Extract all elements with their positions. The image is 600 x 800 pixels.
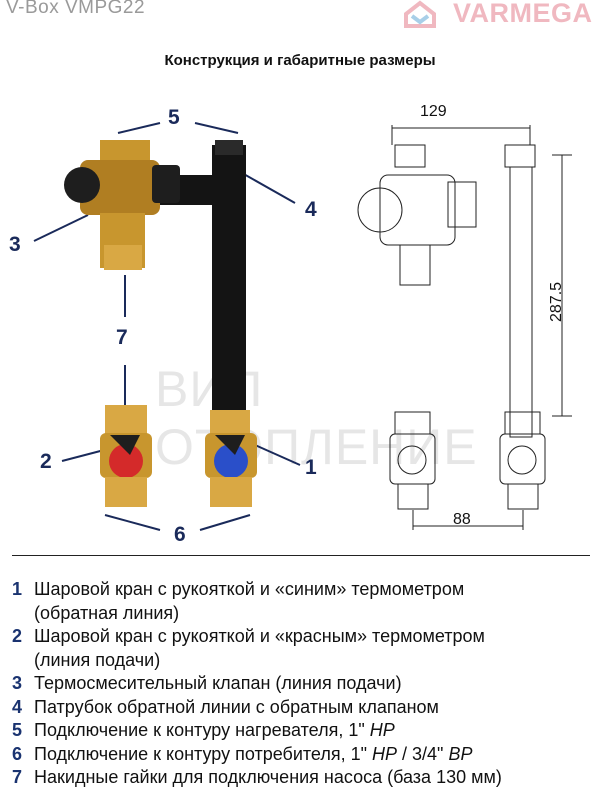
legend-item-4: 4 Патрубок обратной линии с обратным клап… — [12, 696, 600, 720]
product-illustration — [33, 122, 301, 531]
legend-list: 1 Шаровой кран с рукояткой и «синим» терм… — [12, 578, 600, 790]
legend-number: 7 — [12, 767, 23, 787]
legend-text: / 3/4" — [397, 743, 449, 764]
legend-number: 6 — [12, 743, 23, 764]
legend-text: (обратная линия) — [34, 602, 180, 623]
legend-item-7: 7 Накидные гайки для подключения насоса (… — [12, 766, 600, 790]
callout-2: 2 — [40, 450, 52, 473]
legend-text: Подключение к контуру потребителя, 1" — [34, 743, 372, 764]
callout-5: 5 — [168, 106, 180, 129]
legend-item-6: 6 Подключение к контуру потребителя, 1" Н… — [12, 743, 600, 767]
legend-text: Накидные гайки для подключения насоса (б… — [34, 767, 502, 787]
legend-item-1-cont: (обратная линия) — [12, 602, 600, 626]
model-name: V-Box VMPG22 — [6, 0, 146, 18]
dimension-width-top: 129 — [420, 103, 447, 120]
legend-number: 5 — [12, 720, 23, 740]
legend-italic: ВР — [448, 743, 473, 764]
legend-text: Подключение к контуру нагревателя, 1" — [34, 720, 370, 740]
legend-text: Шаровой кран с рукояткой и «синим» термо… — [34, 579, 465, 599]
callout-3: 3 — [9, 233, 21, 256]
legend-item-5: 5 Подключение к контуру нагревателя, 1" Н… — [12, 719, 600, 743]
brand-name: VARMEGA — [453, 0, 593, 28]
brand-logo-icon — [404, 0, 436, 28]
callout-6: 6 — [174, 523, 186, 546]
legend-item-1: 1 Шаровой кран с рукояткой и «синим» терм… — [12, 578, 600, 602]
legend-text: Патрубок обратной линии с обратным клапа… — [34, 696, 439, 717]
legend-number: 4 — [12, 696, 23, 717]
dimension-width-bottom: 88 — [453, 511, 471, 528]
legend-item-2-cont: (линия подачи) — [12, 649, 600, 673]
legend-number: 2 — [12, 626, 23, 646]
callout-4: 4 — [305, 198, 317, 221]
separator — [12, 555, 590, 556]
legend-italic: НР — [369, 720, 395, 740]
callout-7: 7 — [116, 326, 128, 349]
dimension-drawing — [357, 125, 572, 530]
legend-number: 3 — [12, 673, 23, 693]
legend-text: Шаровой кран с рукояткой и «красным» тер… — [34, 626, 485, 646]
legend-italic: НР — [372, 743, 398, 764]
dimension-height: 287.5 — [548, 281, 565, 322]
legend-item-3: 3 Термосмесительный клапан (линия подачи) — [12, 672, 600, 696]
legend-item-2: 2 Шаровой кран с рукояткой и «красным» те… — [12, 625, 600, 649]
page-title: Конструкция и габаритные размеры — [164, 52, 436, 69]
legend-number: 1 — [12, 579, 23, 599]
legend-text: (линия подачи) — [34, 649, 161, 670]
callout-1: 1 — [305, 456, 317, 479]
legend-text: Термосмесительный клапан (линия подачи) — [34, 673, 402, 693]
